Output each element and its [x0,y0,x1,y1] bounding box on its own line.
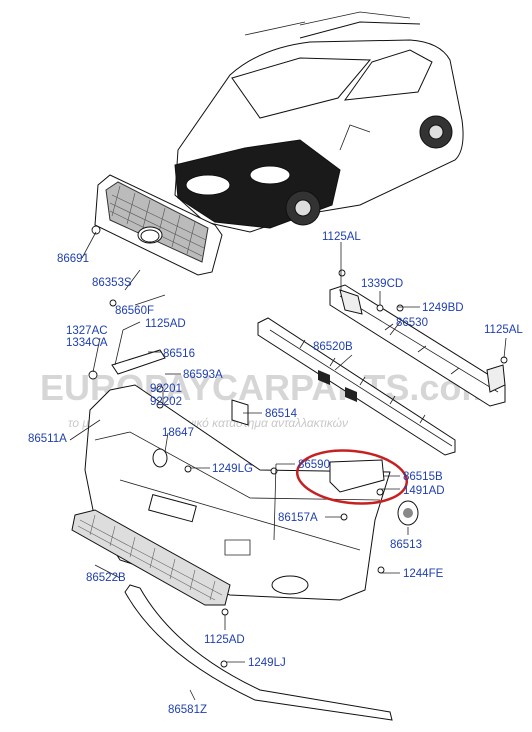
label-86353S: 86353S [92,277,132,289]
label-86514: 86514 [265,408,298,420]
label-86593A: 86593A [183,369,223,381]
label-86511A: 86511A [28,433,67,445]
side-brackets [111,349,419,526]
bumper-lip-molding [124,584,393,721]
label-86157A: 86157A [278,512,318,524]
label-86581Z: 86581Z [168,704,207,716]
label-86522B: 86522B [86,572,126,584]
highlight-ellipse [295,449,409,505]
label-1125AL-top: 1125AL [322,231,361,243]
label-1327AC: 1327AC [66,325,108,337]
label-86691: 86691 [57,253,89,265]
label-1249LG: 1249LG [212,463,253,475]
label-1125AL-right: 1125AL [484,324,523,336]
label-86515B: 86515B [403,471,443,483]
label-18647: 18647 [162,427,194,439]
label-1249LJ: 1249LJ [248,657,286,669]
lower-grille [71,509,231,606]
part-labels: 86691 86353S 86560F 1327AC 1334CA 1125AD… [28,231,523,716]
label-1125AD-bottom: 1125AD [204,634,245,646]
label-86590: 86590 [298,459,330,471]
label-92202: 92202 [150,396,182,408]
leader-lines [69,231,507,701]
label-86520B: 86520B [313,341,353,353]
fasteners [88,225,508,668]
label-86516: 86516 [163,348,195,360]
label-1491AD: 1491AD [403,485,445,497]
car-illustration [174,11,464,233]
label-86560F: 86560F [115,305,154,317]
label-1249BD: 1249BD [422,302,464,314]
label-1125AD-top: 1125AD [145,318,186,330]
bumper-beam [329,284,506,407]
label-1244FE: 1244FE [403,568,444,580]
label-1334CA: 1334CA [66,337,108,349]
emblem-badge [140,229,160,243]
label-92201: 92201 [150,383,182,395]
label-86513: 86513 [390,539,422,551]
energy-absorber [257,317,456,456]
label-1339CD: 1339CD [361,278,403,290]
label-86530: 86530 [396,317,428,329]
